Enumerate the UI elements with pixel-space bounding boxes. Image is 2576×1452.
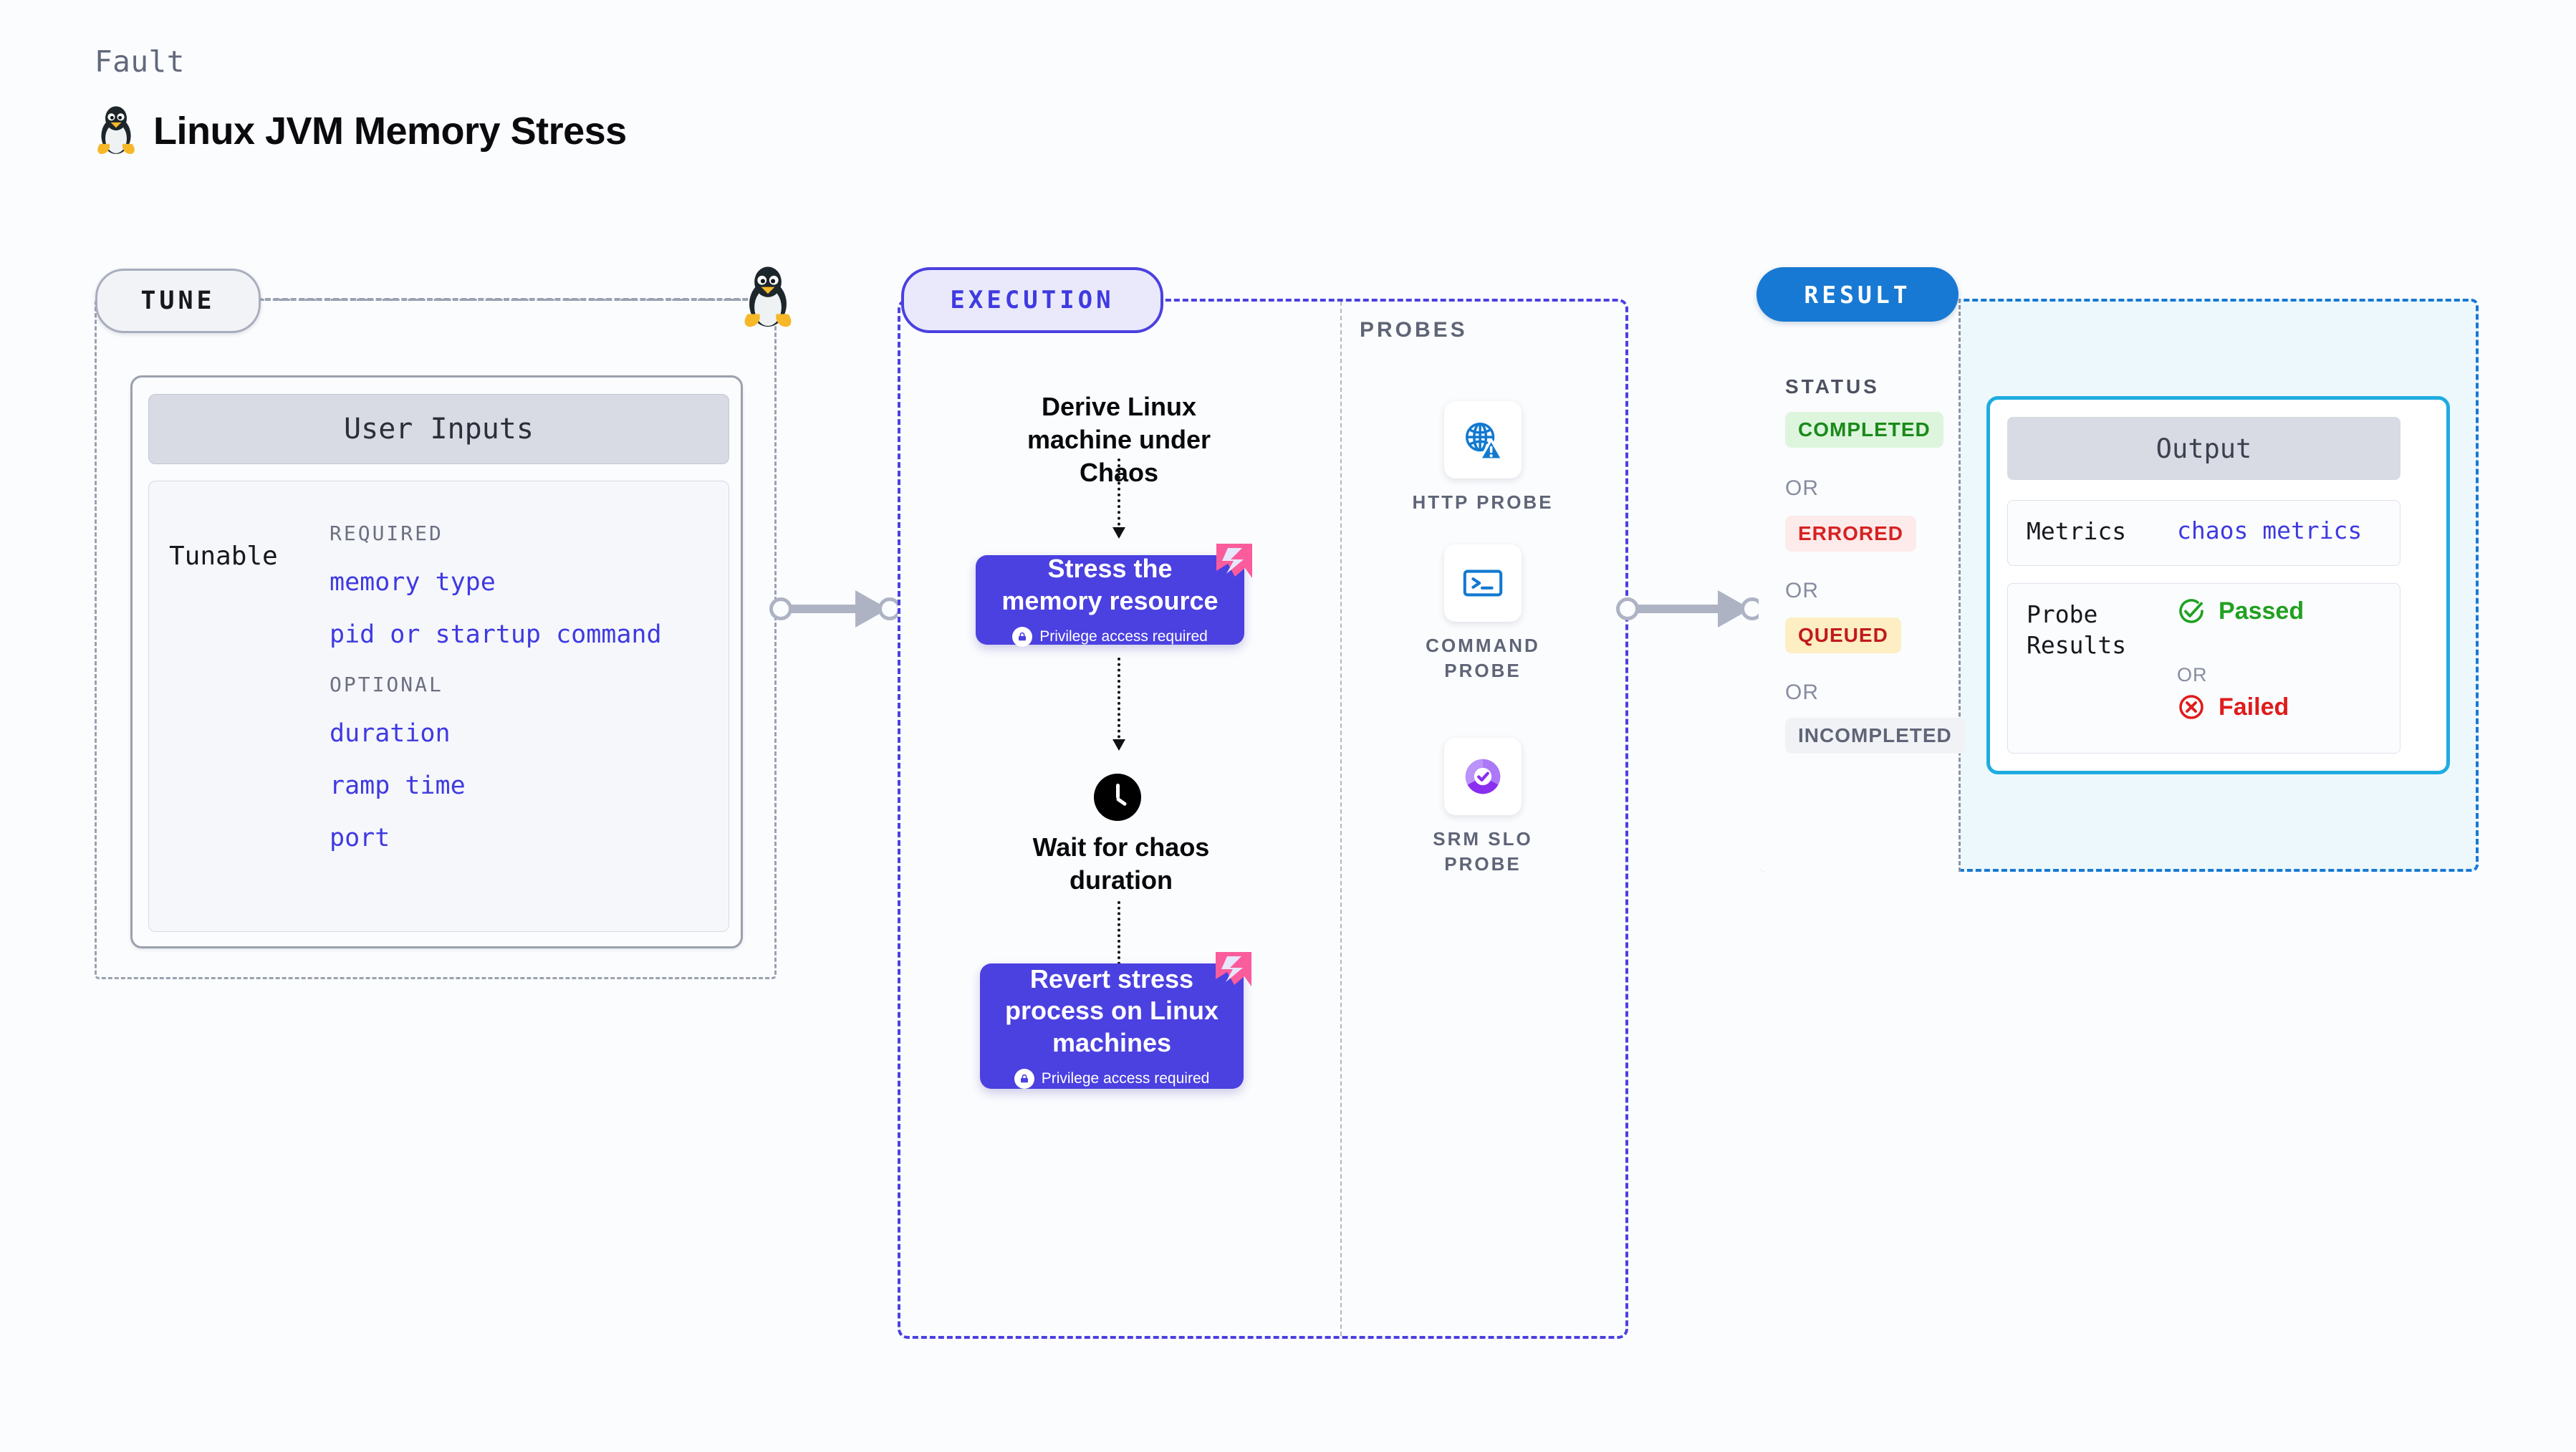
circle-x-icon — [2179, 695, 2203, 719]
status-badge-completed: COMPLETED — [1785, 412, 1943, 448]
page-title: Linux JVM Memory Stress — [153, 110, 627, 153]
slo-donut-check-icon — [1444, 738, 1522, 815]
execution-arrow-2 — [1112, 658, 1125, 751]
execution-probes-divider — [1340, 302, 1342, 1336]
output-card: Output Metrics chaos metrics Probe Resul… — [1986, 396, 2450, 774]
execution-card-title: Stress the memory resource — [1001, 553, 1219, 615]
probes-label: PROBES — [1360, 318, 1468, 342]
tunable-item-memory-type[interactable]: memory type — [330, 568, 496, 597]
tune-dashed-connector-line — [256, 298, 765, 301]
status-column — [1759, 299, 1961, 872]
execution-pill-label[interactable]: EXECUTION — [901, 267, 1163, 333]
lock-icon — [1012, 627, 1033, 648]
clock-icon — [1094, 774, 1141, 821]
probe-command[interactable]: COMMAND PROBE — [1411, 544, 1554, 683]
probe-label: SRM SLO PROBE — [1433, 828, 1533, 875]
pink-ribbon-icon — [1216, 544, 1252, 578]
probe-result-or: OR — [2177, 664, 2208, 686]
tux-penguin-icon — [744, 266, 792, 327]
output-probe-results-row: Probe Results Passed OR Failed — [2007, 583, 2400, 754]
probe-result-passed: Passed — [2177, 597, 2304, 625]
tunable-item-pid-or-startup-command[interactable]: pid or startup command — [330, 620, 662, 649]
status-or-1: OR — [1785, 476, 1819, 500]
probe-http[interactable]: HTTP PROBE — [1411, 401, 1554, 515]
execution-arrow-1 — [1112, 458, 1125, 539]
execution-step-wait-chaos: Wait for chaos duration — [1032, 832, 1210, 895]
tune-pill-label[interactable]: TUNE — [95, 269, 261, 333]
tunable-item-duration[interactable]: duration — [330, 719, 451, 748]
page-header: Fault Linux JVM Memory Stress — [95, 44, 627, 158]
user-inputs-body: Tunable REQUIRED memory type pid or star… — [148, 481, 729, 932]
page-title-row: Linux JVM Memory Stress — [95, 105, 627, 158]
privilege-text: Privilege access required — [1039, 628, 1208, 645]
tunable-list: REQUIRED memory type pid or startup comm… — [330, 521, 662, 876]
terminal-icon — [1444, 544, 1522, 622]
tunable-section-optional: OPTIONAL — [330, 673, 443, 696]
metrics-value[interactable]: chaos metrics — [2177, 516, 2363, 544]
result-pill-label[interactable]: RESULT — [1756, 267, 1959, 322]
page-kicker: Fault — [95, 44, 185, 79]
status-or-2: OR — [1785, 579, 1819, 602]
probe-results-key: Probe Results — [2027, 600, 2127, 659]
tunable-item-ramp-time[interactable]: ramp time — [330, 771, 466, 800]
tux-penguin-icon — [97, 106, 135, 154]
passed-label: Passed — [2219, 597, 2305, 625]
tunable-section-required: REQUIRED — [330, 521, 443, 545]
execution-card-stress-memory[interactable]: Stress the memory resource Privilege acc… — [976, 544, 1252, 648]
circle-check-icon — [2179, 599, 2203, 623]
status-badge-incompleted: INCOMPLETED — [1785, 718, 1965, 754]
probe-label: HTTP PROBE — [1412, 491, 1554, 513]
privilege-note: Privilege access required — [1014, 1069, 1210, 1090]
user-inputs-card: User Inputs Tunable REQUIRED memory type… — [130, 375, 743, 948]
pink-ribbon-icon — [1216, 952, 1251, 986]
failed-label: Failed — [2219, 693, 2289, 721]
tunable-item-port[interactable]: port — [330, 824, 390, 852]
user-inputs-header: User Inputs — [148, 394, 729, 464]
metrics-key: Metrics — [2027, 517, 2127, 545]
lock-icon — [1014, 1069, 1034, 1090]
tunable-label: Tunable — [169, 542, 278, 571]
probe-srm-slo[interactable]: SRM SLO PROBE — [1411, 738, 1554, 877]
output-metrics-row: Metrics chaos metrics — [2007, 500, 2400, 566]
status-or-3: OR — [1785, 681, 1819, 704]
status-badge-queued: QUEUED — [1785, 617, 1901, 653]
output-header: Output — [2007, 417, 2400, 480]
privilege-text: Privilege access required — [1041, 1070, 1210, 1087]
connector-tune-to-execution — [769, 590, 911, 628]
globe-warning-icon — [1444, 401, 1522, 479]
probe-result-failed: Failed — [2177, 693, 2289, 721]
privilege-note: Privilege access required — [1012, 627, 1208, 648]
execution-card-revert-stress[interactable]: Revert stress process on Linux machines … — [980, 952, 1251, 1090]
execution-card-title: Revert stress process on Linux machines — [1004, 963, 1219, 1057]
probe-label: COMMAND PROBE — [1426, 635, 1540, 682]
status-label: STATUS — [1785, 375, 1880, 398]
execution-step-derive-machine: Derive Linux machine under Chaos — [1027, 392, 1211, 488]
connector-probes-to-result — [1616, 590, 1774, 628]
status-badge-errored: ERRORED — [1785, 516, 1917, 552]
